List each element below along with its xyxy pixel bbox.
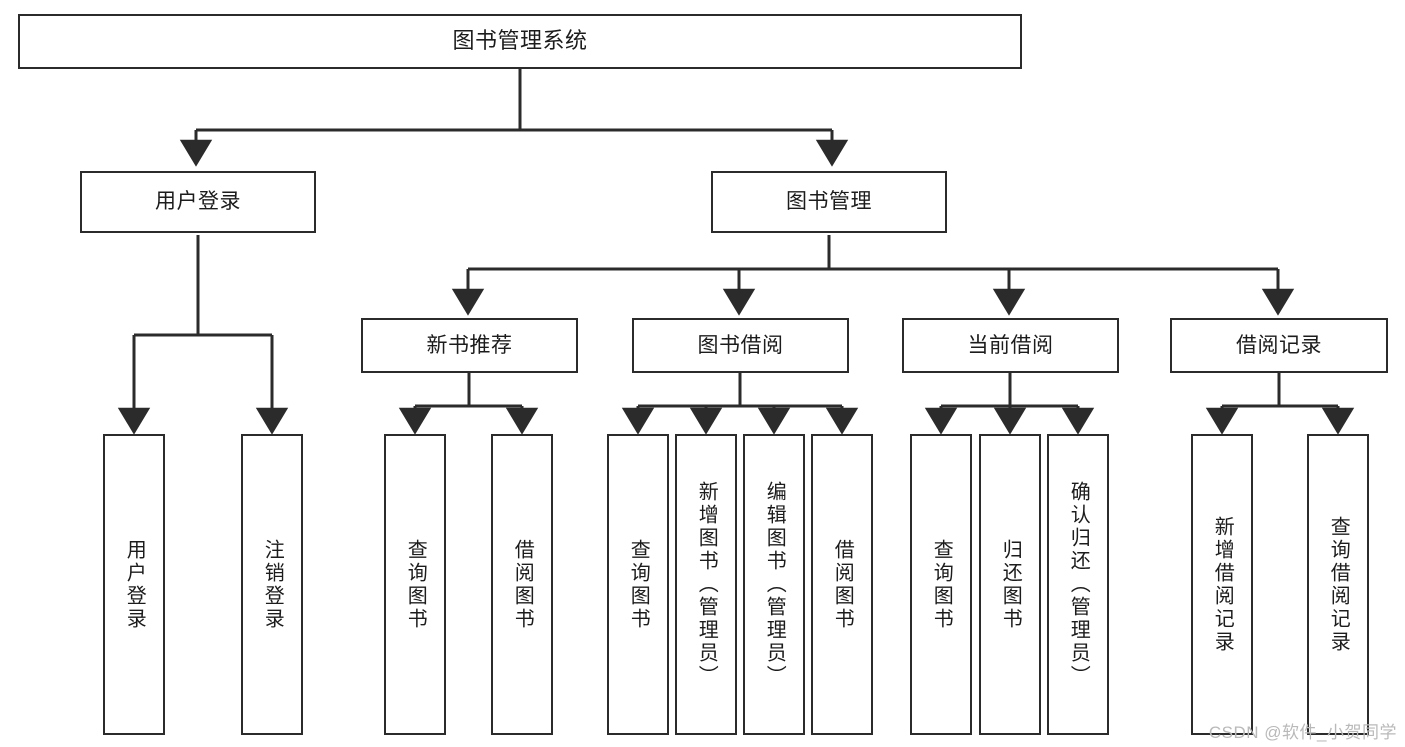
leaf-query-book-borrow[interactable]: 查询图书 (607, 434, 669, 735)
node-label: 确认归还（管理员） (1067, 481, 1090, 688)
node-label: 新增图书（管理员） (695, 481, 718, 688)
node-current-borrow[interactable]: 当前借阅 (902, 318, 1119, 373)
node-label: 新增借阅记录 (1211, 515, 1234, 654)
node-label: 注销登录 (261, 538, 284, 631)
node-label: 新书推荐 (426, 333, 513, 357)
node-label: 图书借阅 (697, 333, 784, 357)
node-label: 图书管理系统 (452, 28, 588, 54)
leaf-borrow-book[interactable]: 借阅图书 (811, 434, 873, 735)
node-book-management[interactable]: 图书管理 (711, 171, 947, 233)
node-label: 当前借阅 (967, 333, 1054, 357)
node-label: 查询借阅记录 (1327, 515, 1350, 654)
node-label: 用户登录 (155, 190, 241, 214)
node-label: 借阅图书 (511, 538, 534, 631)
leaf-query-book-current[interactable]: 查询图书 (910, 434, 972, 735)
node-book-borrow[interactable]: 图书借阅 (632, 318, 849, 373)
leaf-logout[interactable]: 注销登录 (241, 434, 303, 735)
leaf-return-book[interactable]: 归还图书 (979, 434, 1041, 735)
leaf-query-book-recommend[interactable]: 查询图书 (384, 434, 446, 735)
node-label: 借阅记录 (1236, 333, 1322, 357)
leaf-add-book[interactable]: 新增图书（管理员） (675, 434, 737, 735)
watermark-text: CSDN @软件_小贺同学 (1208, 723, 1397, 742)
node-label: 查询图书 (627, 538, 650, 631)
node-root-system[interactable]: 图书管理系统 (18, 14, 1022, 69)
leaf-edit-book[interactable]: 编辑图书（管理员） (743, 434, 805, 735)
node-label: 用户登录 (123, 538, 146, 631)
leaf-borrow-book-recommend[interactable]: 借阅图书 (491, 434, 553, 735)
leaf-query-borrow-record[interactable]: 查询借阅记录 (1307, 434, 1369, 735)
node-label: 查询图书 (930, 538, 953, 631)
node-new-book-recommend[interactable]: 新书推荐 (361, 318, 578, 373)
node-user-login[interactable]: 用户登录 (80, 171, 316, 233)
node-label: 编辑图书（管理员） (763, 481, 786, 688)
leaf-add-borrow-record[interactable]: 新增借阅记录 (1191, 434, 1253, 735)
node-label: 图书管理 (786, 190, 872, 214)
node-borrow-record[interactable]: 借阅记录 (1170, 318, 1388, 373)
node-label: 查询图书 (404, 538, 427, 631)
node-label: 借阅图书 (831, 538, 854, 631)
node-label: 归还图书 (999, 538, 1022, 631)
leaf-confirm-return[interactable]: 确认归还（管理员） (1047, 434, 1109, 735)
leaf-user-login[interactable]: 用户登录 (103, 434, 165, 735)
